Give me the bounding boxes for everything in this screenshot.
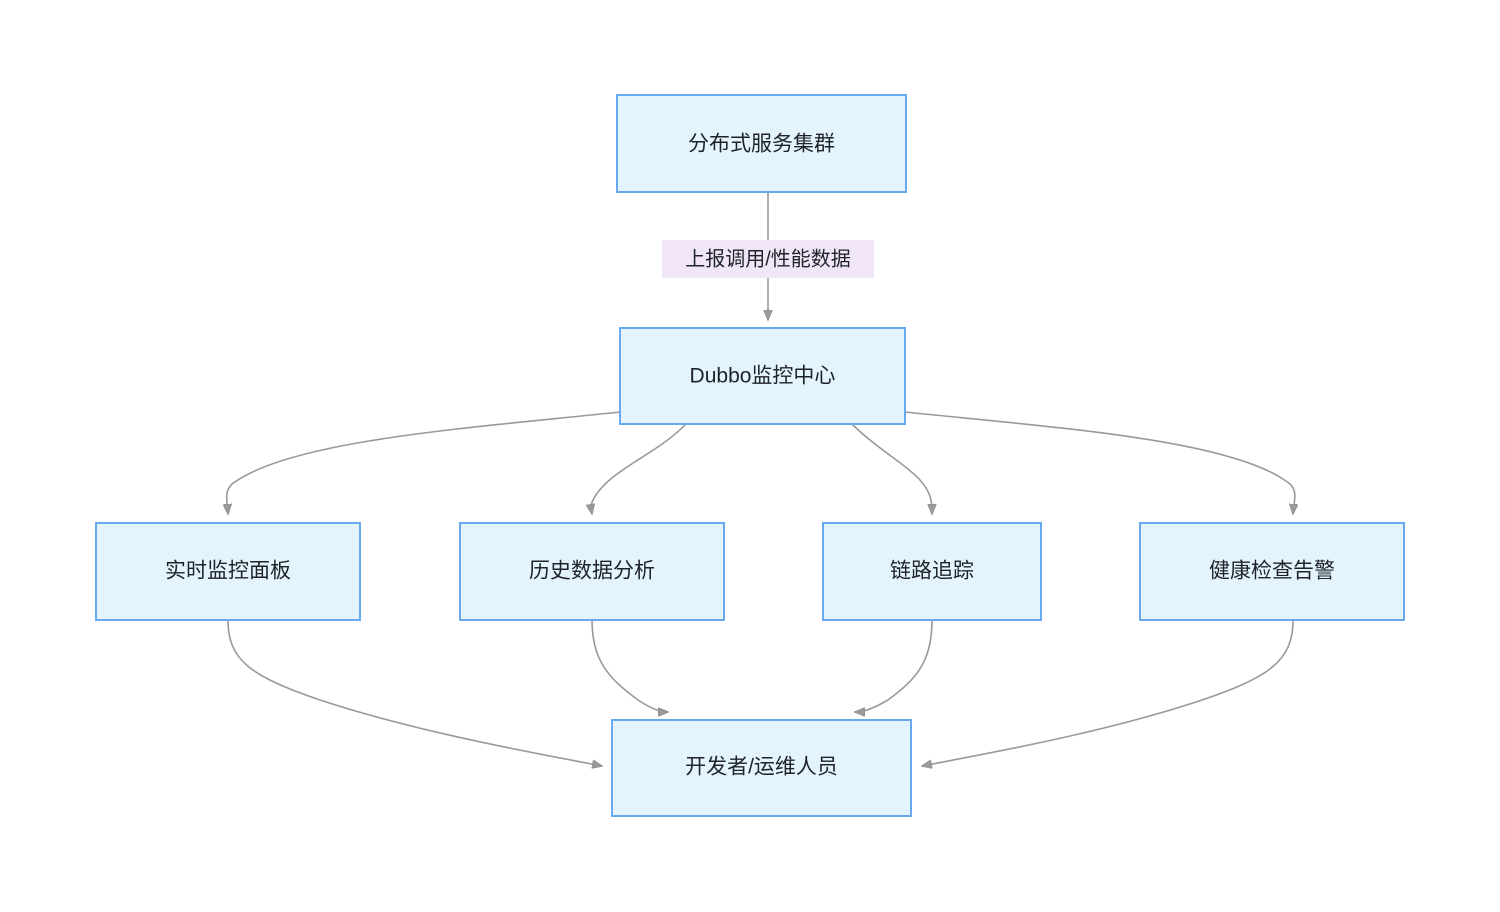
edges-layer [227, 192, 1295, 766]
edge-monitor-to-health [904, 411, 1295, 514]
node-realtime-dashboard-label: 实时监控面板 [165, 560, 291, 583]
node-history-analysis-box[interactable] [459, 522, 725, 621]
node-service-cluster[interactable]: 分布式服务集群 [616, 94, 907, 193]
node-trace-tracking[interactable]: 链路追踪 [822, 522, 1042, 621]
node-trace-tracking-label: 链路追踪 [890, 560, 974, 583]
node-service-cluster-label: 分布式服务集群 [688, 133, 835, 156]
node-service-cluster-box[interactable] [616, 94, 907, 193]
node-developer-ops-box[interactable] [611, 719, 912, 817]
node-realtime-dashboard-box[interactable] [95, 522, 361, 621]
node-health-check-alarm-label: 健康检查告警 [1209, 560, 1335, 583]
edge-health-to-dev [922, 619, 1294, 766]
node-dubbo-monitor-center-box[interactable] [619, 327, 906, 425]
edge-trace-to-dev [855, 619, 933, 712]
edge-monitor-to-history [591, 423, 687, 514]
edge-monitor-to-trace [851, 423, 932, 514]
node-developer-ops-label: 开发者/运维人员 [685, 756, 838, 779]
node-dubbo-monitor-center[interactable]: Dubbo监控中心 [619, 327, 906, 425]
edge-label-background [662, 240, 874, 278]
edge-history-to-dev [591, 619, 668, 712]
node-trace-tracking-box[interactable] [822, 522, 1042, 621]
nodes-layer: 分布式服务集群 Dubbo监控中心 实时监控面板 历史数据分析 链路追踪 健康检 [95, 94, 1405, 817]
node-developer-ops[interactable]: 开发者/运维人员 [611, 719, 912, 817]
edge-monitor-to-dashboard [227, 411, 621, 514]
node-health-check-alarm[interactable]: 健康检查告警 [1139, 522, 1405, 621]
node-history-analysis[interactable]: 历史数据分析 [459, 522, 725, 621]
node-history-analysis-label: 历史数据分析 [529, 560, 655, 583]
node-health-check-alarm-box[interactable] [1139, 522, 1405, 621]
edge-label-report-data: 上报调用/性能数据 [685, 247, 851, 270]
edge-dashboard-to-dev [227, 619, 602, 766]
node-dubbo-monitor-center-label: Dubbo监控中心 [690, 365, 836, 388]
edge-labels-layer: 上报调用/性能数据 [662, 240, 874, 278]
node-realtime-dashboard[interactable]: 实时监控面板 [95, 522, 361, 621]
